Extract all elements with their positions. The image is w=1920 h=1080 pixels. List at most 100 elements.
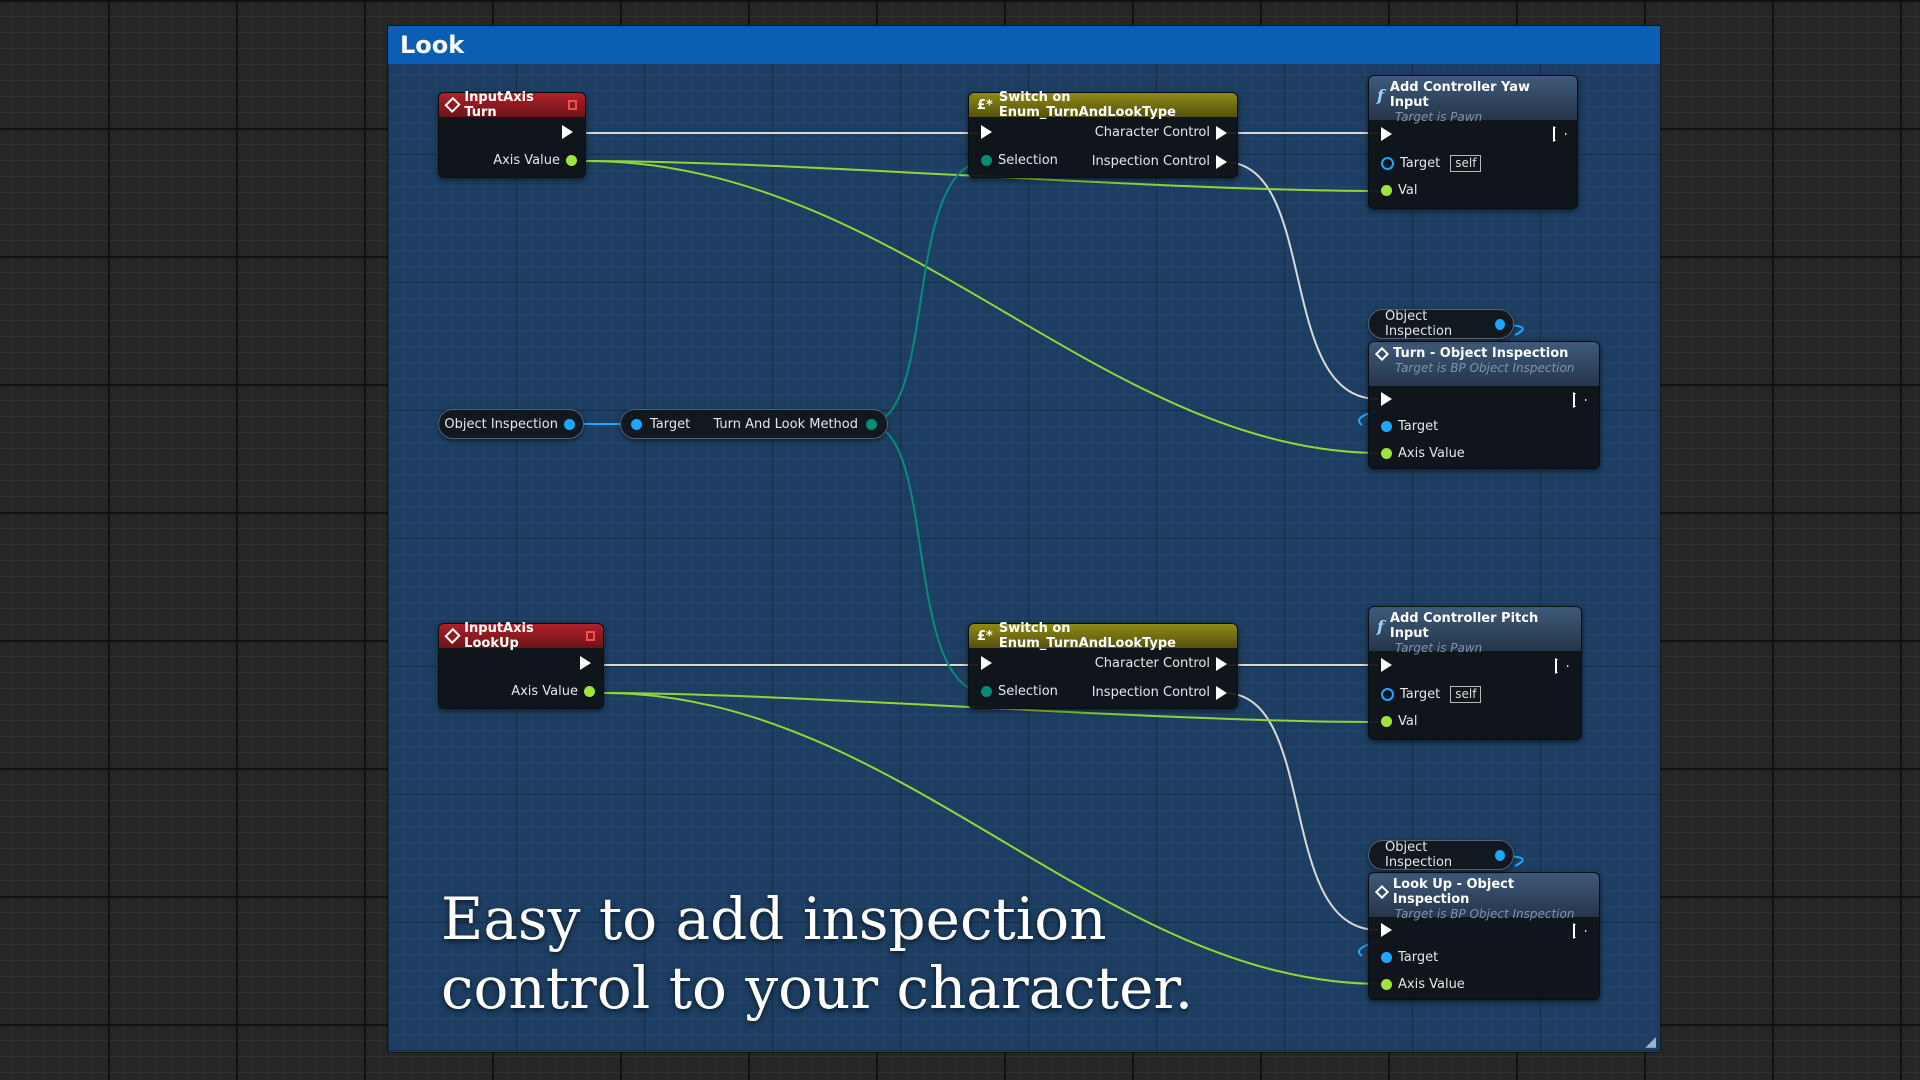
object-pin-icon[interactable] (631, 418, 642, 430)
exec-out-hollow-icon[interactable] (1555, 658, 1569, 674)
enum-pin-icon[interactable] (981, 686, 992, 697)
character-control-row[interactable]: Character Control (1095, 656, 1227, 671)
node-title: Switch on Enum_TurnAndLookType (998, 90, 1176, 120)
exec-out-pin-icon[interactable] (580, 656, 591, 670)
axis-value-row[interactable]: Axis Value (511, 684, 595, 699)
exec-out-pin-icon[interactable] (1216, 154, 1227, 169)
pin-label: Turn And Look Method (713, 416, 858, 432)
self-default-value[interactable]: self (1450, 155, 1482, 172)
float-pin-icon[interactable] (1381, 979, 1392, 990)
exec-out-pin-icon[interactable] (562, 125, 573, 139)
inspection-control-row[interactable]: Inspection Control (1092, 685, 1227, 700)
pin-label: Selection (998, 153, 1058, 168)
pin-label: Selection (998, 684, 1058, 699)
exec-in-row[interactable] (1381, 392, 1392, 406)
event-diamond-icon (1374, 346, 1390, 361)
object-pin-icon[interactable] (1381, 421, 1392, 432)
exec-in-pin-icon[interactable] (1381, 923, 1392, 937)
node-get-turn-and-look-method[interactable]: Target Turn And Look Method (620, 409, 888, 439)
pin-label: Character Control (1094, 656, 1210, 671)
node-switch-enum-bottom[interactable]: £* Switch on Enum_TurnAndLookType Select… (968, 621, 1238, 709)
val-row[interactable]: Val (1381, 714, 1417, 729)
object-pin-icon[interactable] (1381, 952, 1392, 963)
exec-in-row[interactable] (981, 125, 992, 139)
exec-in-pin-icon[interactable] (1381, 658, 1392, 672)
exec-out-row[interactable] (1553, 126, 1567, 142)
node-header: £* Switch on Enum_TurnAndLookType (969, 621, 1237, 651)
variable-label: Object Inspection (1385, 309, 1453, 339)
exec-out-row[interactable] (1573, 392, 1587, 408)
target-row[interactable]: Target (1381, 950, 1438, 965)
variable-object-inspection-left[interactable]: Object Inspection (438, 409, 584, 439)
caption-line-1: Easy to add inspection (441, 885, 1107, 953)
object-pin-icon[interactable] (1381, 157, 1394, 170)
float-pin-icon[interactable] (1381, 185, 1392, 196)
target-row[interactable]: Target self (1381, 155, 1482, 172)
exec-out-row[interactable] (580, 656, 591, 670)
float-pin-icon[interactable] (584, 686, 595, 697)
exec-in-pin-icon[interactable] (1381, 392, 1392, 406)
exec-out-row[interactable] (562, 125, 573, 139)
inspection-control-row[interactable]: Inspection Control (1092, 154, 1227, 169)
node-switch-enum-top[interactable]: £* Switch on Enum_TurnAndLookType Select… (968, 90, 1238, 178)
exec-in-pin-icon[interactable] (981, 125, 992, 139)
self-default-value[interactable]: self (1450, 686, 1482, 703)
exec-out-row[interactable] (1555, 658, 1569, 674)
node-inputaxis-turn[interactable]: InputAxis Turn Axis Value (438, 90, 586, 178)
val-row[interactable]: Val (1381, 183, 1417, 198)
object-pin-icon[interactable] (1381, 688, 1394, 701)
exec-in-row[interactable] (1381, 923, 1392, 937)
exec-out-row[interactable] (1573, 923, 1587, 939)
axis-value-row[interactable]: Axis Value (1381, 977, 1465, 992)
exec-in-row[interactable] (1381, 658, 1392, 672)
target-row[interactable]: Target self (1381, 686, 1482, 703)
float-pin-icon[interactable] (566, 155, 577, 166)
exec-out-hollow-icon[interactable] (1573, 923, 1587, 939)
node-title: InputAxis LookUp (464, 621, 534, 651)
node-inputaxis-lookup[interactable]: InputAxis LookUp Axis Value (438, 621, 604, 709)
variable-object-inspection-top[interactable]: Object Inspection (1368, 309, 1514, 339)
exec-out-hollow-icon[interactable] (1573, 392, 1587, 408)
pin-label: Axis Value (493, 153, 560, 168)
object-pin-icon[interactable] (1494, 318, 1505, 330)
object-pin-icon[interactable] (564, 418, 575, 430)
delegate-pin-icon[interactable] (567, 100, 577, 110)
selection-row[interactable]: Selection (981, 153, 1058, 168)
enum-pin-icon[interactable] (981, 155, 992, 166)
exec-out-pin-icon[interactable] (1216, 656, 1227, 671)
function-icon: f (1377, 616, 1384, 636)
target-row[interactable]: Target (1381, 419, 1438, 434)
delegate-pin-icon[interactable] (585, 631, 595, 641)
float-pin-icon[interactable] (1381, 716, 1392, 727)
node-header: InputAxis LookUp (439, 621, 603, 651)
pin-label: Character Control (1094, 125, 1210, 140)
axis-value-row[interactable]: Axis Value (1381, 446, 1465, 461)
exec-in-row[interactable] (1381, 127, 1392, 141)
node-lookup-object-inspection[interactable]: Look Up - Object Inspection Target is BP… (1368, 872, 1600, 1000)
pin-label: Target (1398, 419, 1439, 434)
character-control-row[interactable]: Character Control (1095, 125, 1227, 140)
pin-label: Val (1398, 183, 1418, 198)
pin-label: Inspection Control (1091, 154, 1210, 169)
node-title: Add Controller Pitch Input (1389, 611, 1539, 641)
axis-value-row[interactable]: Axis Value (493, 153, 577, 168)
exec-out-pin-icon[interactable] (1216, 685, 1227, 700)
node-turn-object-inspection[interactable]: Turn - Object Inspection Target is BP Ob… (1368, 341, 1600, 469)
exec-in-row[interactable] (981, 656, 992, 670)
selection-row[interactable]: Selection (981, 684, 1058, 699)
pin-label: Axis Value (1398, 977, 1465, 992)
comment-title[interactable]: Look (388, 26, 1660, 64)
node-header: Turn - Object Inspection Target is BP Ob… (1369, 342, 1599, 386)
resize-grip-icon[interactable]: ◢ (1645, 1034, 1656, 1050)
exec-out-pin-icon[interactable] (1216, 125, 1227, 140)
enum-pin-icon[interactable] (866, 418, 877, 430)
exec-in-pin-icon[interactable] (1381, 127, 1392, 141)
variable-object-inspection-bottom[interactable]: Object Inspection (1368, 840, 1514, 870)
object-pin-icon[interactable] (1494, 849, 1505, 861)
exec-in-pin-icon[interactable] (981, 656, 992, 670)
node-header: InputAxis Turn (439, 90, 585, 120)
float-pin-icon[interactable] (1381, 448, 1392, 459)
